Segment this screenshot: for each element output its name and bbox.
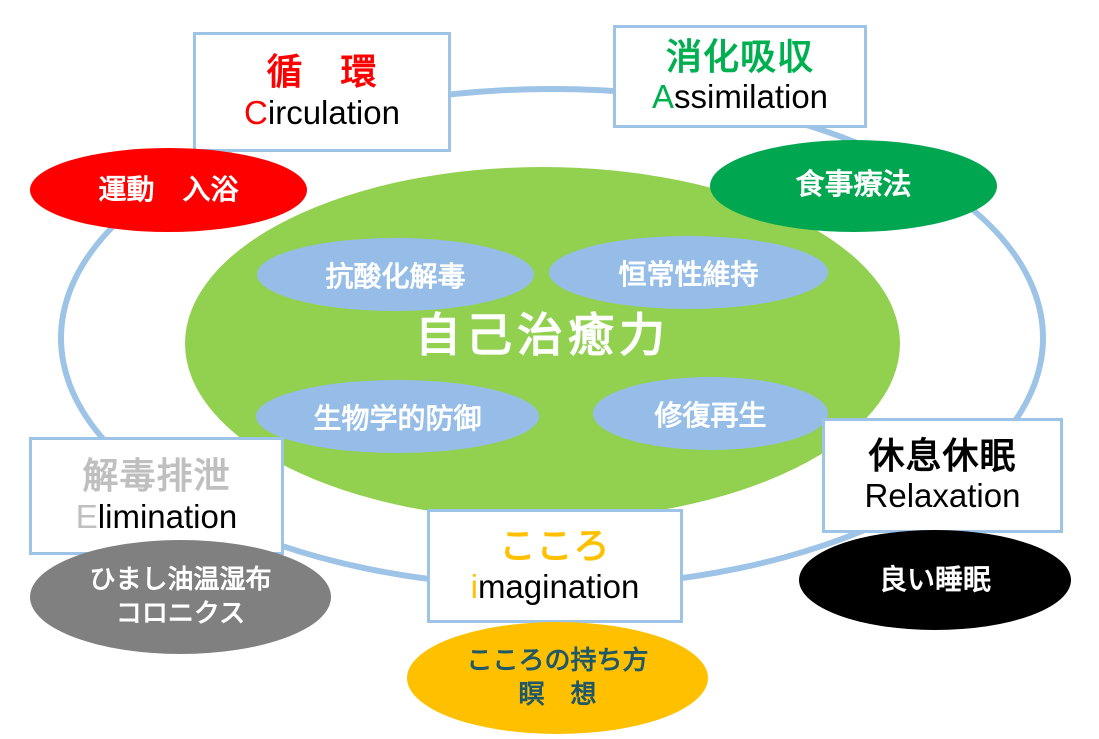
antioxidant-detox-label: 抗酸化解毒: [325, 260, 466, 292]
circulation-en-rest: irculation: [267, 93, 400, 131]
biological-defense-label: 生物学的防御: [313, 402, 482, 434]
homeostasis-label: 恒常性維持: [618, 258, 759, 290]
relaxation-jp-title: 休息休眠: [868, 434, 1017, 476]
circulation-en-title: Circulation: [244, 94, 400, 133]
exercise-bathing-label: 運動 入浴: [98, 173, 239, 205]
relaxation-en-title: Relaxation: [865, 477, 1021, 516]
label-box-elimination: 解毒排泄 Elimination: [29, 437, 284, 555]
elimination-en-rest: limination: [97, 497, 238, 535]
ellipse-antioxidant-detox: 抗酸化解毒: [257, 238, 534, 311]
circulation-jp-title: 循 環: [266, 51, 378, 93]
ellipse-mindset-meditation: こころの持ち方 瞑 想: [407, 622, 708, 734]
imagination-en-rest: magination: [477, 567, 640, 605]
assimilation-jp-title: 消化吸収: [665, 35, 814, 77]
ellipse-diet-therapy: 食事療法: [710, 140, 997, 232]
label-box-relaxation: 休息休眠 Relaxation: [822, 418, 1063, 533]
relaxation-en-rest: elaxation: [888, 477, 1021, 515]
castor-oil-pack-line2: コロニクス: [115, 598, 246, 628]
mindset-line1: こころの持ち方: [466, 645, 649, 676]
ellipse-castor-oil-pack: ひまし油温湿布 コロニクス: [30, 540, 331, 654]
label-box-imagination: こころ imagination: [427, 509, 683, 623]
ellipse-biological-defense: 生物学的防御: [256, 380, 539, 453]
good-sleep-label: 良い睡眠: [878, 563, 991, 595]
assimilation-en-title: Assimilation: [652, 78, 828, 117]
ellipse-homeostasis: 恒常性維持: [549, 236, 828, 309]
imagination-jp-title: こころ: [499, 525, 611, 567]
diet-therapy-label: 食事療法: [795, 169, 912, 202]
castor-oil-pack-line1: ひまし油温湿布: [89, 564, 272, 595]
ellipse-exercise-bathing: 運動 入浴: [30, 148, 307, 232]
imagination-en-title: imagination: [471, 568, 640, 607]
label-box-assimilation: 消化吸収 Assimilation: [613, 25, 867, 128]
elimination-jp-title: 解毒排泄: [82, 455, 231, 497]
assimilation-en-initial: A: [651, 78, 674, 116]
assimilation-en-rest: ssimilation: [673, 78, 829, 116]
relaxation-en-initial: R: [864, 477, 889, 515]
label-box-circulation: 循 環 Circulation: [193, 32, 451, 152]
elimination-en-title: Elimination: [76, 498, 237, 537]
circulation-en-initial: C: [244, 93, 268, 131]
ellipse-repair-regeneration: 修復再生: [593, 377, 828, 450]
mindset-line2: 瞑 想: [518, 679, 597, 709]
repair-regeneration-label: 修復再生: [654, 399, 767, 431]
imagination-en-initial: i: [470, 567, 478, 605]
elimination-en-initial: E: [75, 497, 98, 535]
ellipse-good-sleep: 良い睡眠: [799, 530, 1071, 630]
self-healing-label: 自己治癒力: [415, 309, 670, 361]
